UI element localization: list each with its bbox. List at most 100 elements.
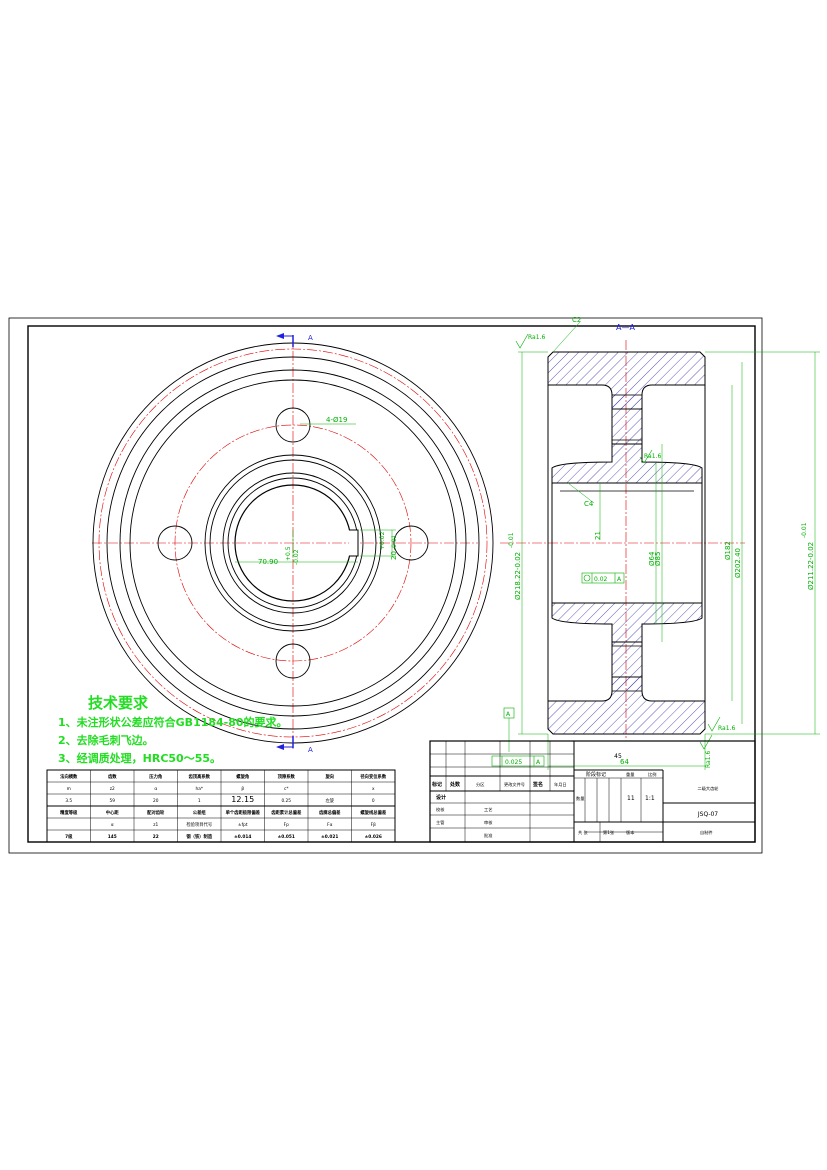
- gear-table-cell: 22: [153, 834, 159, 840]
- keyway-depth: 70.90: [258, 558, 278, 566]
- keyway-depth-tol-low: -0.02: [293, 549, 300, 565]
- title-quantity-label: 数量: [576, 795, 584, 802]
- gear-table-cell: z2: [110, 786, 115, 792]
- gear-table-cell: Fp: [284, 822, 289, 828]
- title-check: 校核: [436, 806, 445, 813]
- hub-bottom: [551, 602, 703, 643]
- gear-table-cell: 齿廓总偏差: [319, 809, 341, 816]
- roughness-mid-symbol: [639, 449, 653, 464]
- title-scale-label: 比例: [648, 771, 656, 778]
- hole-top: [275, 407, 311, 443]
- outer-border: [8, 317, 763, 854]
- hole-left: [157, 525, 193, 561]
- title-review: 审核: [484, 819, 493, 826]
- gear-table-cell: z1: [153, 822, 158, 828]
- gear-table-cell: 螺旋线总偏差: [360, 809, 386, 816]
- notes-line1: 1、未注形状公差应符合GB1184-80的要求。: [58, 715, 288, 729]
- gear-table-cell: 配对齿轮: [147, 809, 165, 816]
- keyway-width-tol-low: -0.01: [391, 534, 398, 550]
- gear-table-cell: 齿数: [108, 773, 117, 780]
- web-bottom-hatch: [611, 676, 643, 692]
- gear-table-cell: 螺旋角: [236, 773, 249, 780]
- flatness-datum: A: [617, 576, 622, 583]
- section-view: A—A Ø218.22-0.02 -0.01: [491, 316, 820, 770]
- gear-table-cell: 精度等级: [60, 809, 78, 816]
- gear-table-cell: 7级: [65, 833, 73, 840]
- gear-table-cell: α: [111, 823, 114, 828]
- gear-table-cell: 0.25: [281, 798, 291, 804]
- gear-table-cell: 1: [198, 798, 201, 804]
- title-approve: 批准: [484, 832, 492, 839]
- gear-table-cell: 12.15: [231, 795, 254, 804]
- gear-table-cell: 20: [153, 798, 159, 804]
- notes-title: 技术要求: [88, 694, 149, 712]
- front-rim-inner-2: [129, 379, 457, 707]
- web-top-hatch: [611, 394, 643, 410]
- gear-table-cell: 59: [110, 798, 116, 804]
- front-hub-2: [209, 459, 377, 627]
- hole-right: [393, 525, 429, 561]
- gear-table-cell: 法向模数: [60, 773, 78, 780]
- gear-table-cell: 左旋: [325, 797, 334, 804]
- flatness: 0.02: [594, 576, 608, 583]
- front-view: A A 4-Ø19 20 +0.02 -0.01 70.90 +0.5 -0.0…: [92, 333, 494, 754]
- runout-datum: A: [536, 759, 541, 766]
- title-material: 45: [614, 753, 622, 760]
- title-sheet-index: 第1张: [603, 829, 615, 836]
- dim-21: 21: [594, 531, 602, 540]
- title-mark-2: 分区: [476, 781, 484, 788]
- datum-a: A: [506, 711, 511, 718]
- title-block: 45 标记 处数 分区 更改文件号 签名 年月日 设计 校核 主管 工艺 审核 …: [429, 740, 756, 843]
- flatness-icon: [583, 574, 591, 582]
- roughness-top: Ra1.6: [528, 334, 545, 341]
- title-maker: 自制件: [700, 829, 713, 836]
- keyway-depth-tol-up: +0.5: [285, 546, 292, 561]
- title-weight-label: 重量: [626, 771, 634, 778]
- technical-notes: 技术要求 1、未注形状公差应符合GB1184-80的要求。 2、去除毛刺飞边。 …: [58, 694, 288, 765]
- gear-table-cell: Fα: [327, 822, 332, 828]
- front-bolt-circle: [174, 424, 412, 662]
- roughness-bottom: Ra1.6: [718, 725, 735, 732]
- gear-table-cell: ±0.021: [321, 834, 338, 840]
- keyway: [349, 529, 359, 557]
- title-mark-3: 更改文件号: [504, 781, 525, 788]
- title-mark-1: 处数: [449, 781, 461, 788]
- chamfer-top: C2: [572, 316, 581, 324]
- title-drawing-no: JSQ-07: [697, 811, 718, 818]
- gear-table-cell: Fβ: [371, 822, 376, 828]
- gear-table-cell: ±fpt: [238, 822, 248, 828]
- notes-line3: 3、经调质处理，HRC50～55。: [58, 751, 221, 765]
- section-mark-bottom: A: [308, 746, 313, 754]
- gear-table-cell: x: [372, 787, 375, 792]
- front-hub-1: [204, 454, 382, 632]
- section-title: A—A: [616, 323, 635, 332]
- hole-bottom: [275, 643, 311, 679]
- gear-table-cell: 中心距: [106, 809, 120, 816]
- title-part-name: 二级大齿轮: [698, 785, 720, 792]
- gear-table-cell: 旋向: [324, 773, 334, 780]
- gear-table-cell: 顶隙系数: [278, 773, 296, 780]
- gear-table-cell: 径向变位系数: [360, 773, 386, 780]
- roughness-mid: Ra1.6: [644, 453, 661, 460]
- roughness-bottom2: Ra1.6: [705, 751, 712, 768]
- chamfer-c4-leader: [567, 482, 595, 504]
- section-arrow-bottom-tip: [276, 744, 284, 750]
- hole-dim: 4-Ø19: [326, 416, 347, 424]
- roughness-bottom2-symbol: [699, 734, 713, 750]
- title-weight: 11: [627, 795, 635, 802]
- gear-table-cell: 钢（铁）制造: [186, 833, 212, 840]
- title-stage: 阶段标记: [586, 771, 606, 778]
- notes-line2: 2、去除毛刺飞边。: [58, 733, 154, 747]
- title-sheet-total: 共 张: [578, 829, 589, 836]
- gear-table-cell: β: [241, 786, 244, 792]
- gear-table-cell: 145: [108, 834, 117, 840]
- flatness-frame: [581, 572, 625, 584]
- runout-frame: [491, 755, 545, 767]
- title-version: 版本: [626, 829, 635, 836]
- dia-182: Ø182: [724, 541, 732, 560]
- title-design: 设计: [436, 794, 446, 801]
- gear-table-cell: 压力角: [149, 773, 162, 780]
- front-hub-3: [222, 472, 364, 614]
